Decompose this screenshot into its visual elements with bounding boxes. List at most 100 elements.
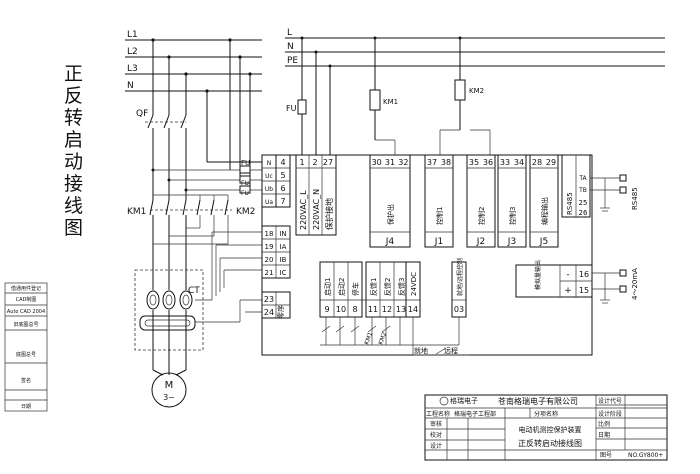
relay-function-label: 控制2 bbox=[477, 207, 486, 225]
input-number: 10 bbox=[336, 305, 346, 314]
fu-label: FU bbox=[241, 159, 250, 167]
right-label: 设计代号 bbox=[598, 397, 622, 405]
side-table-cell: 底图总号 bbox=[16, 351, 36, 358]
terminal-number: 7 bbox=[280, 197, 285, 206]
relay-terminal-number: 36 bbox=[483, 158, 493, 167]
ct-label: CT bbox=[188, 286, 200, 296]
relay-function-label: 控制3 bbox=[508, 207, 517, 225]
input-label: 反馈2 bbox=[383, 278, 392, 296]
ct-terminal-number: 18 bbox=[265, 230, 274, 238]
device-body bbox=[261, 154, 593, 356]
rs485-block bbox=[561, 154, 627, 218]
qf-label: QF bbox=[136, 109, 148, 119]
input-number: 8 bbox=[352, 305, 357, 314]
ct-terminal-label: IN bbox=[279, 230, 286, 238]
input-number: 14 bbox=[408, 305, 418, 314]
drawing-name: 正反转启动接线图 bbox=[518, 438, 582, 448]
power-terminal-number: 27 bbox=[323, 158, 333, 167]
title-vertical: 正反转启动接线图 bbox=[64, 63, 83, 239]
rs485-label: RS485 bbox=[566, 192, 574, 215]
input-number: 12 bbox=[382, 305, 392, 314]
title-block: 格瑞电子 苍南格瑞电子有限公司 工程名称 格瑞电子工程部 分项名称 审核 校对 … bbox=[424, 394, 668, 461]
terminal-label: Ub bbox=[265, 186, 273, 193]
side-table: 借通用件登记 CAD制图 Auto CAD 2004 旧底图总号 底图总号 签名… bbox=[4, 282, 48, 412]
analog-side-label: 4～20mA bbox=[631, 268, 639, 300]
zero-seq-number: 24 bbox=[264, 308, 274, 317]
input-label: 启动1 bbox=[323, 278, 332, 296]
relay-terminal-number: 34 bbox=[514, 158, 524, 167]
right-label: 比例 bbox=[598, 420, 610, 428]
row-label: 设计 bbox=[430, 442, 442, 450]
input-number: 13 bbox=[396, 305, 406, 314]
relay-terminal-number: 29 bbox=[546, 158, 556, 167]
power-terminal-label: 220VAC_L bbox=[299, 190, 308, 230]
contactor-label: KM2 bbox=[236, 207, 255, 217]
main-bus: L1 L2 L3 N bbox=[125, 30, 262, 190]
qf-breaker: QF bbox=[136, 109, 187, 200]
local-label: 就地 bbox=[414, 346, 428, 355]
dept-label: 工程名称 bbox=[426, 410, 450, 418]
analog-output bbox=[515, 264, 627, 304]
local-remote-label: 就地/远程控制 bbox=[456, 258, 464, 296]
ctrl-bus-label: L bbox=[287, 28, 292, 38]
side-table-cell: 签名 bbox=[21, 377, 31, 384]
relay-groups bbox=[369, 154, 559, 248]
rs485-side-label: RS485 bbox=[631, 187, 639, 210]
ctrl-bus-label: PE bbox=[287, 56, 298, 66]
relay-terminal-number: 35 bbox=[469, 158, 479, 167]
bus-label: L1 bbox=[127, 30, 138, 40]
analog-label: 模拟量输出 bbox=[534, 260, 542, 290]
ct-terminal-number: 20 bbox=[265, 256, 274, 264]
drawing-no: NO.GY800+ bbox=[628, 452, 663, 459]
analog-number: 15 bbox=[579, 286, 589, 295]
analog-sign: - bbox=[566, 270, 569, 280]
logo-text: 格瑞电子 bbox=[450, 396, 478, 405]
ct-terminal-label: IC bbox=[280, 269, 287, 277]
input-number: 9 bbox=[324, 305, 329, 314]
row-label: 校对 bbox=[430, 431, 442, 439]
remote-label: 远程 bbox=[444, 346, 458, 355]
fu-label: FU bbox=[286, 104, 297, 113]
relay-terminal-number: 28 bbox=[532, 158, 542, 167]
side-table-cell: CAD制图 bbox=[16, 296, 37, 303]
fu-label: FU bbox=[241, 190, 249, 197]
relay-terminal-number: 31 bbox=[385, 158, 395, 167]
fu-label: FU bbox=[241, 180, 249, 187]
control-bus: L N PE FU bbox=[285, 28, 665, 155]
relay-group-name: J5 bbox=[539, 237, 548, 247]
side-table-cell: 借通用件登记 bbox=[11, 285, 41, 292]
motor: M 3~ bbox=[151, 369, 187, 408]
input-number: 11 bbox=[368, 305, 378, 314]
ct-terminal-label: IA bbox=[280, 243, 287, 251]
product-name: 电动机测控保护装置 bbox=[519, 425, 582, 434]
drawing-no-label: 图号 bbox=[600, 452, 612, 459]
relay-group-name: J2 bbox=[476, 237, 485, 247]
ct-terminal-number: 21 bbox=[265, 269, 274, 277]
ct-terminal-label: IB bbox=[280, 256, 287, 264]
terminal-number: 4 bbox=[280, 158, 285, 167]
power-terminal-number: 2 bbox=[312, 158, 317, 167]
terminal-label: Ua bbox=[265, 199, 273, 206]
local-remote-number: 03 bbox=[454, 305, 464, 314]
terminal-label: Uc bbox=[265, 173, 273, 180]
zero-seq-number: 23 bbox=[264, 295, 274, 304]
relay-terminal-number: 30 bbox=[372, 158, 382, 167]
ctrl-bus-label: N bbox=[287, 42, 294, 52]
rs485-number: 25 bbox=[579, 199, 588, 207]
contactor-label: KM1 bbox=[127, 207, 146, 217]
relay-function-label: 保护出 bbox=[386, 204, 395, 225]
motor-phase: 3~ bbox=[163, 393, 175, 402]
analog-number: 16 bbox=[579, 270, 589, 279]
relay-terminal-number: 37 bbox=[427, 158, 437, 167]
relay-coils: KM1 KM2 bbox=[369, 36, 491, 155]
relay-terminal-number: 33 bbox=[500, 158, 510, 167]
terminal-number: 5 bbox=[280, 171, 285, 180]
analog-sign: + bbox=[564, 286, 572, 296]
company-name: 苍南格瑞电子有限公司 bbox=[498, 396, 578, 406]
terminal-label: N bbox=[267, 160, 272, 167]
bus-label: L2 bbox=[127, 47, 138, 57]
rs485-pin: TB bbox=[578, 187, 587, 194]
terminal-number: 6 bbox=[280, 184, 285, 193]
